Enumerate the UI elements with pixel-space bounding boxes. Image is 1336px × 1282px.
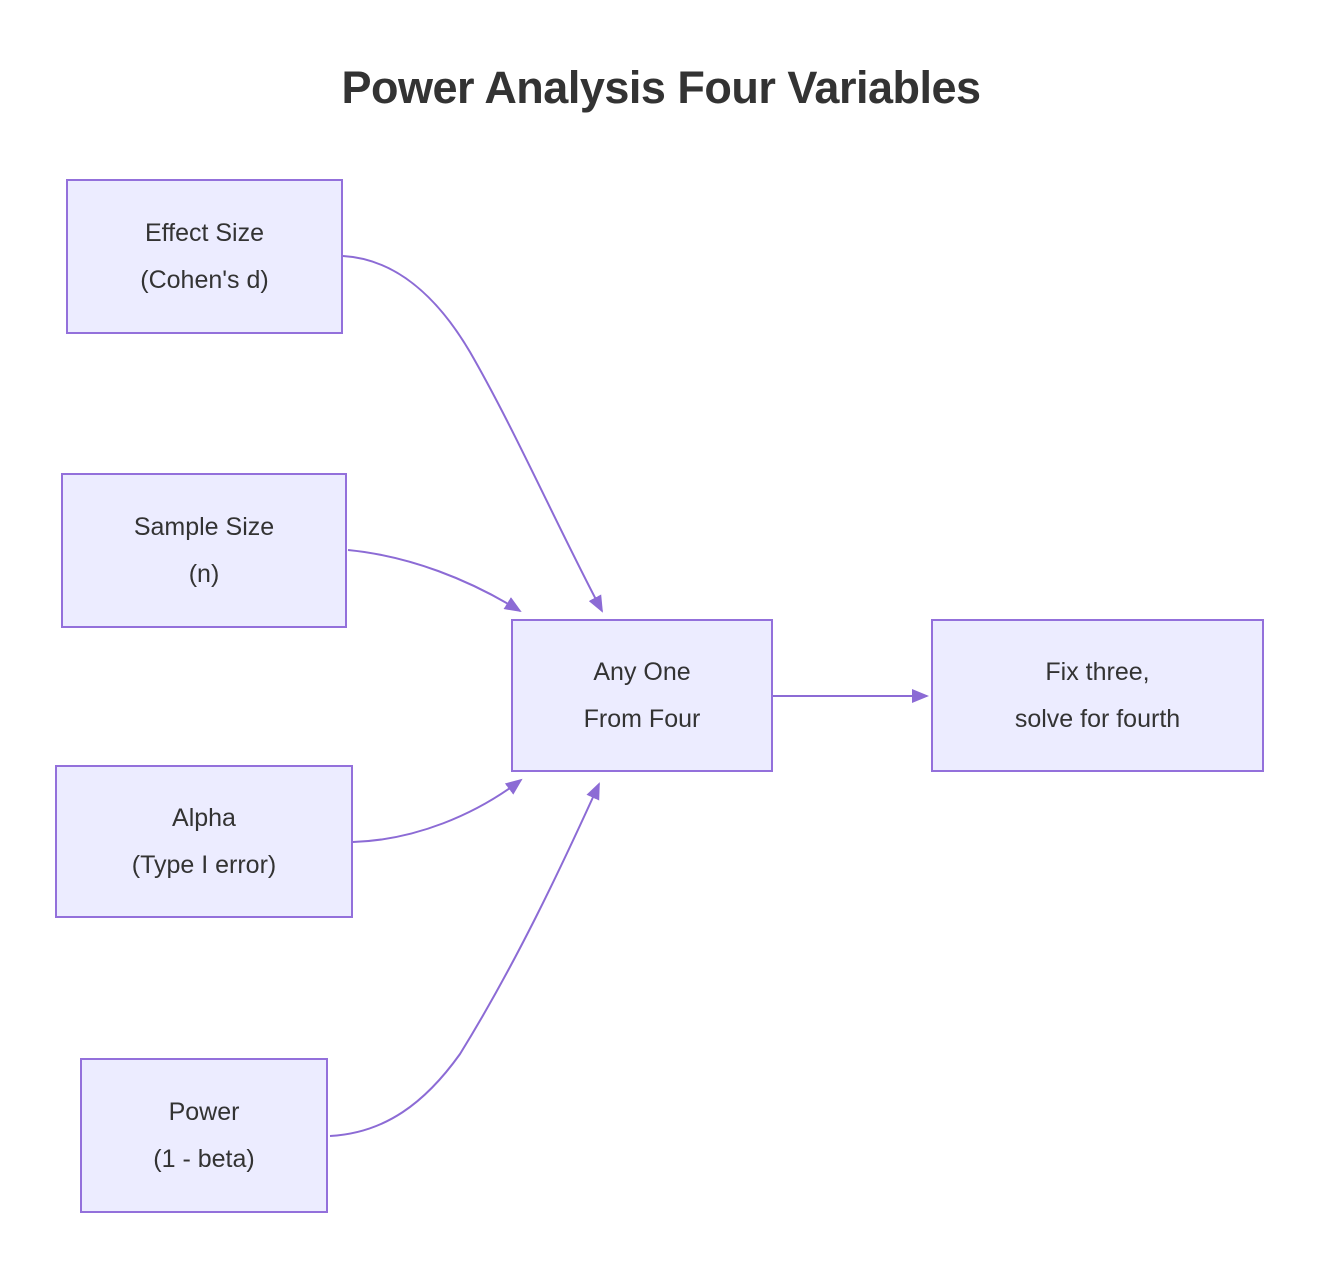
node-power-line2: (1 - beta)	[153, 1144, 255, 1173]
node-fix-three-solve-fourth-line1: Fix three,	[1045, 657, 1150, 686]
node-any-one-from-four: Any One From Four	[511, 619, 773, 772]
node-alpha: Alpha (Type I error)	[55, 765, 353, 918]
node-effect-size-line2: (Cohen's d)	[140, 265, 269, 294]
node-any-one-from-four-line2: From Four	[583, 704, 701, 733]
node-fix-three-solve-fourth: Fix three, solve for fourth	[931, 619, 1264, 772]
node-sample-size: Sample Size (n)	[61, 473, 347, 628]
edge-sample-size-to-hub	[347, 549, 522, 613]
edge-alpha-to-hub	[352, 778, 523, 843]
edge-power-to-hub	[329, 782, 600, 1137]
node-any-one-from-four-line1: Any One	[593, 657, 691, 686]
node-fix-three-solve-fourth-line2: solve for fourth	[1014, 704, 1181, 733]
node-effect-size-line1: Effect Size	[144, 218, 265, 247]
node-effect-size: Effect Size (Cohen's d)	[66, 179, 343, 334]
diagram-title: Power Analysis Four Variables	[341, 62, 981, 113]
node-power: Power (1 - beta)	[80, 1058, 328, 1213]
node-sample-size-line1: Sample Size	[133, 512, 275, 541]
node-alpha-line1: Alpha	[172, 803, 236, 832]
edge-effect-size-to-hub	[342, 255, 603, 613]
node-sample-size-line2: (n)	[188, 559, 220, 588]
node-power-line1: Power	[168, 1097, 240, 1126]
node-alpha-line2: (Type I error)	[131, 850, 277, 879]
